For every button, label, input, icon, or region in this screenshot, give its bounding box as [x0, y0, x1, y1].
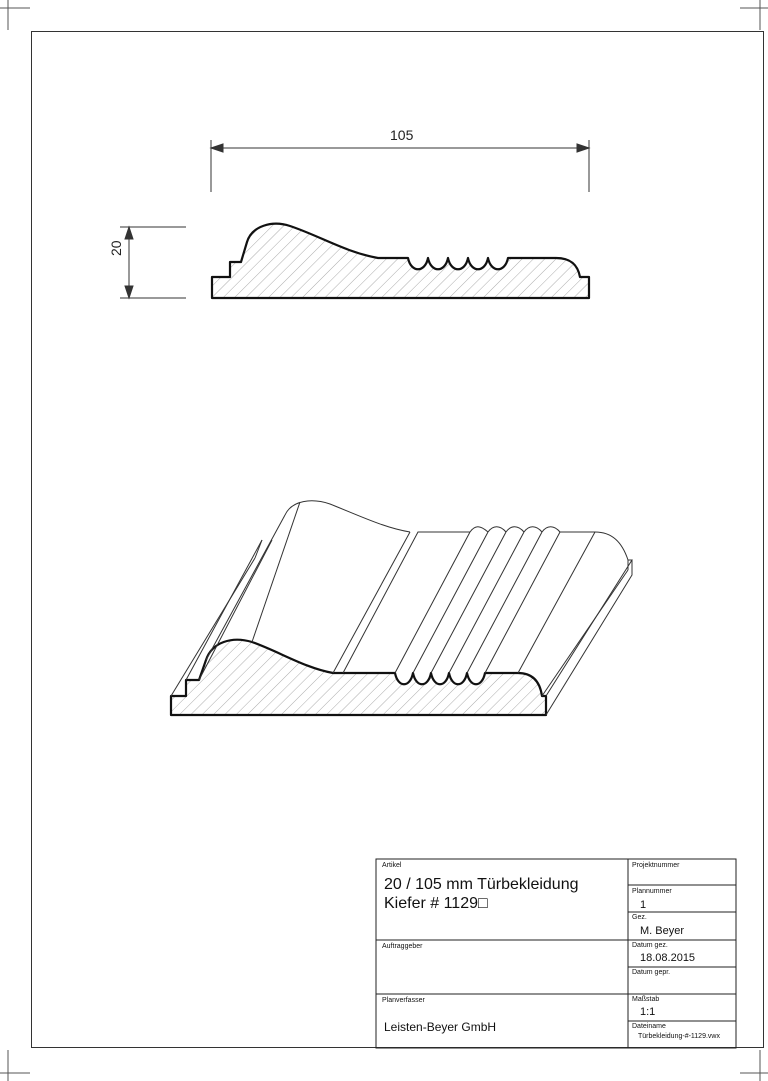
auftraggeber-label: Auftraggeber [382, 943, 423, 950]
dimension-lines [120, 140, 591, 300]
dateiname-value: Türbekleidung-#-1129.vwx [638, 1033, 720, 1040]
plannummer-value: 1 [640, 899, 647, 911]
gez-value: M. Beyer [640, 925, 685, 937]
artikel-line2: Kiefer # 1129□ [384, 895, 488, 912]
massstab-label: Maßstab [632, 996, 660, 1003]
profile-perspective-body [170, 500, 633, 716]
datum-gez-label: Datum gez. [632, 942, 668, 949]
profile-perspective-front [169, 638, 548, 717]
datum-gez-value: 18.08.2015 [640, 952, 696, 964]
artikel-label: Artikel [382, 862, 402, 869]
planverfasser-label: Planverfasser [382, 997, 425, 1004]
dateiname-label: Dateiname [632, 1023, 666, 1030]
gez-label: Gez. [632, 914, 647, 921]
datum-gepr-label: Datum gepr. [632, 969, 671, 976]
height-dimension-label: 20 [108, 240, 124, 256]
planverfasser-value: Leisten-Beyer GmbH [384, 1020, 497, 1034]
massstab-value: 1:1 [640, 1006, 656, 1018]
artikel-line1: 20 / 105 mm Türbekleidung [384, 876, 579, 893]
title-block-grid [375, 858, 737, 1049]
profile-cross-section [210, 222, 591, 300]
width-dimension-label: 105 [390, 127, 414, 143]
projektnummer-label: Projektnummer [632, 862, 680, 869]
plannummer-label: Plannummer [632, 888, 672, 895]
